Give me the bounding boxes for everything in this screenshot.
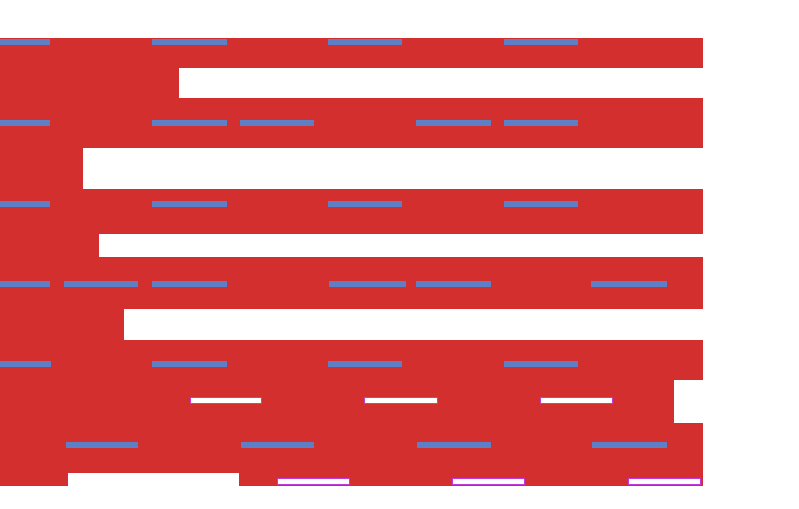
link-underline[interactable]: [241, 442, 314, 448]
link-underline[interactable]: [328, 361, 402, 367]
redacted-text-block: [0, 234, 99, 257]
link-underline[interactable]: [328, 201, 402, 207]
highlighted-link-underline[interactable]: [452, 478, 525, 485]
redacted-text-block: [0, 98, 703, 148]
redacted-text-block: [0, 68, 179, 98]
link-underline[interactable]: [591, 281, 667, 287]
link-underline[interactable]: [152, 120, 227, 126]
link-underline[interactable]: [0, 281, 50, 287]
redacted-text-block: [0, 309, 124, 340]
text-gap: [68, 473, 239, 486]
link-underline[interactable]: [0, 201, 50, 207]
link-underline[interactable]: [0, 361, 51, 367]
link-underline[interactable]: [504, 39, 578, 45]
redacted-text-block: [0, 148, 83, 189]
link-underline[interactable]: [64, 281, 138, 287]
link-underline[interactable]: [152, 39, 227, 45]
link-underline[interactable]: [329, 281, 406, 287]
highlighted-link-underline[interactable]: [540, 397, 613, 404]
link-underline[interactable]: [416, 281, 491, 287]
link-underline[interactable]: [417, 442, 491, 448]
link-underline[interactable]: [66, 442, 138, 448]
link-underline[interactable]: [0, 120, 50, 126]
redacted-text-block: [0, 189, 703, 234]
link-underline[interactable]: [592, 442, 667, 448]
link-underline[interactable]: [0, 39, 50, 45]
link-underline[interactable]: [240, 120, 314, 126]
link-underline[interactable]: [152, 281, 227, 287]
link-underline[interactable]: [504, 120, 578, 126]
text-gap: [674, 380, 703, 423]
highlighted-link-underline[interactable]: [364, 397, 438, 404]
link-underline[interactable]: [504, 361, 578, 367]
highlighted-link-underline[interactable]: [277, 478, 350, 485]
link-underline[interactable]: [328, 39, 402, 45]
link-underline[interactable]: [416, 120, 491, 126]
highlighted-link-underline[interactable]: [190, 397, 262, 404]
link-underline[interactable]: [504, 201, 578, 207]
link-underline[interactable]: [152, 361, 227, 367]
highlighted-link-underline[interactable]: [628, 478, 701, 485]
link-underline[interactable]: [152, 201, 227, 207]
